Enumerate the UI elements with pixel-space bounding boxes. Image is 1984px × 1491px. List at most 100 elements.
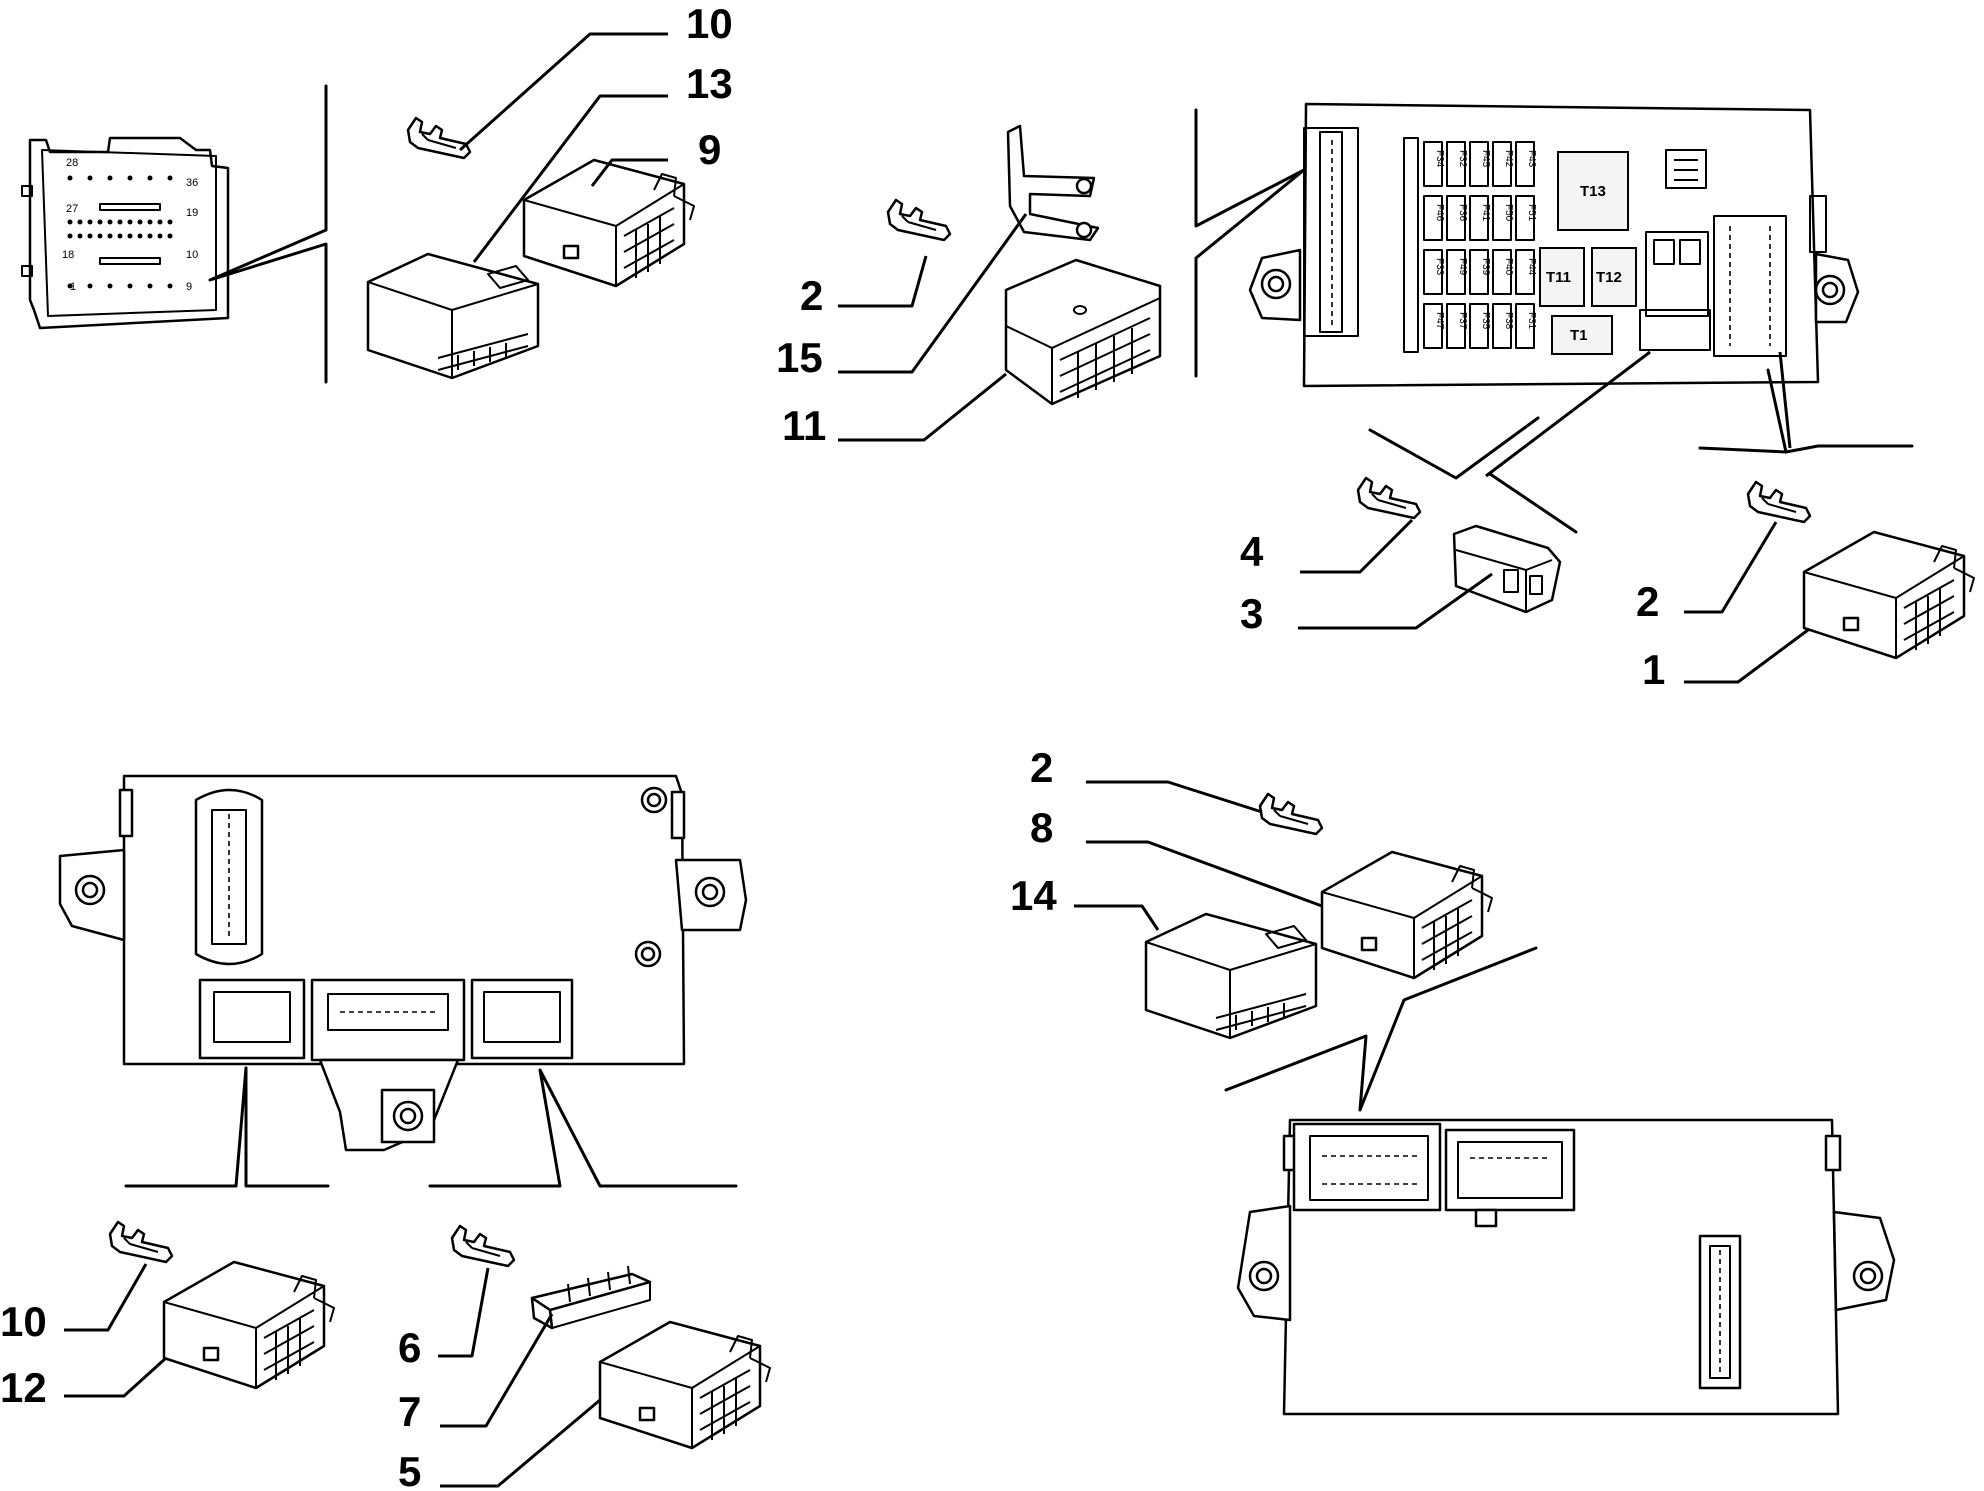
fuse-slot — [1469, 303, 1489, 349]
fuse-label: F39 — [1480, 258, 1491, 276]
fuse-label: F34 — [1434, 150, 1445, 168]
pin-label-18: 18 — [62, 249, 74, 261]
fuse-label: F35 — [1480, 312, 1491, 330]
control-unit-bottom-right — [1236, 1118, 1896, 1416]
fuse-slot — [1515, 303, 1535, 349]
fuse-slot — [1423, 303, 1443, 349]
fuse-slot — [1492, 195, 1512, 241]
fuse-label: F41 — [1480, 204, 1491, 222]
leader-7 — [440, 1313, 554, 1428]
terminal-part-10b — [108, 1220, 174, 1264]
pin-label-9: 9 — [186, 281, 192, 293]
relay-t1: T1 — [1570, 327, 1588, 344]
fuse-slot — [1423, 195, 1443, 241]
fuse-slot — [1515, 249, 1535, 295]
fuse-slot — [1492, 249, 1512, 295]
fuse-slot — [1492, 303, 1512, 349]
leader-4 — [1300, 518, 1414, 574]
fuse-slot — [1469, 249, 1489, 295]
fuse-label: F40 — [1503, 258, 1514, 276]
fuse-label: F49 — [1457, 258, 1468, 276]
leader-13 — [472, 94, 668, 263]
housing-part-14 — [1144, 912, 1318, 1040]
leader-1 — [1684, 628, 1809, 684]
leader-conn-group — [1778, 351, 1792, 449]
terminal-part-6 — [450, 1224, 516, 1268]
section-break-line — [208, 84, 328, 384]
callout-13: 13 — [686, 60, 733, 107]
leader-3 — [1298, 572, 1493, 630]
fuse-grid: F34F46F33F47F32F36F49F37F45F41F39F35F42F… — [1423, 141, 1537, 349]
control-unit-bottom — [58, 774, 748, 1152]
multipin-connector-face: 28 36 27 19 18 10 1 9 — [21, 136, 230, 330]
fuse-label: F36 — [1457, 204, 1468, 222]
leader-12 — [64, 1356, 168, 1398]
leader-10b — [64, 1263, 148, 1332]
relay-t13: T13 — [1580, 183, 1606, 200]
pin-label-1: 1 — [70, 281, 76, 293]
connector-part-8 — [1320, 850, 1494, 980]
leader-15 — [838, 213, 1028, 374]
callout-2: 2 — [800, 272, 823, 319]
fuse-label: F45 — [1480, 150, 1491, 168]
callout-2-bottom: 2 — [1030, 744, 1053, 791]
break-lines-bottom-mid — [428, 1068, 738, 1188]
fuse-slot — [1446, 141, 1466, 187]
break-lines-bottom-right — [1224, 946, 1538, 1112]
callout-10: 10 — [686, 0, 733, 47]
pin-label-36: 36 — [186, 177, 198, 189]
leader-11 — [838, 372, 1007, 442]
fuse-slot — [1469, 195, 1489, 241]
fuse-label: F50 — [1503, 204, 1514, 222]
fuse-slot — [1423, 249, 1443, 295]
fuse-label: F47 — [1434, 312, 1445, 330]
callout-4: 4 — [1240, 528, 1264, 575]
fuse-slot — [1492, 141, 1512, 187]
callout-10-bottom: 10 — [0, 1298, 47, 1345]
leader-2 — [838, 255, 928, 308]
terminal-part-10 — [406, 116, 472, 160]
connector-part-11 — [1004, 258, 1162, 406]
pin-label-27: 27 — [66, 203, 78, 215]
leader-10 — [459, 32, 668, 152]
relay-part-3 — [1452, 524, 1562, 614]
fuse-label: F37 — [1457, 312, 1468, 330]
callout-6: 6 — [398, 1324, 421, 1371]
callout-5: 5 — [398, 1448, 421, 1491]
callout-14: 14 — [1010, 872, 1057, 919]
callout-3: 3 — [1240, 590, 1263, 637]
callout-7: 7 — [398, 1388, 421, 1435]
pin-label-10: 10 — [186, 249, 198, 261]
callout-15: 15 — [776, 334, 823, 381]
break-lines-connector — [1698, 368, 1914, 454]
fuse-label: F51 — [1526, 204, 1537, 222]
fuse-label: F43 — [1526, 150, 1537, 168]
terminal-part-2 — [886, 198, 952, 242]
leader-5 — [440, 1398, 601, 1488]
fuse-label: F38 — [1503, 312, 1514, 330]
fuse-label: F44 — [1526, 258, 1537, 276]
fuse-slot — [1515, 141, 1535, 187]
section-break-line-2 — [1194, 108, 1306, 378]
fuse-label: F42 — [1503, 150, 1514, 168]
terminal-part-4 — [1356, 476, 1422, 520]
pin-label-19: 19 — [186, 207, 198, 219]
connector-part-12 — [162, 1260, 336, 1390]
connector-part-5 — [598, 1320, 772, 1450]
relay-t12: T12 — [1596, 269, 1622, 286]
relay-t11: T11 — [1546, 269, 1571, 286]
housing-part-13 — [366, 252, 540, 380]
terminal-part-2b — [1746, 480, 1812, 524]
leader-14 — [1074, 904, 1160, 931]
leader-9 — [590, 158, 668, 187]
terminal-part-2c — [1258, 792, 1324, 836]
break-lines-bottom-left — [124, 1066, 330, 1188]
fuse-box-top: T13 T11 T12 T1 — [1248, 102, 1860, 388]
leader-2c — [1086, 780, 1263, 814]
leader-2b — [1684, 521, 1778, 614]
connector-part-9 — [522, 158, 696, 288]
fuse-label: F33 — [1434, 258, 1445, 276]
callout-11: 11 — [782, 402, 826, 449]
fuse-slot — [1469, 141, 1489, 187]
